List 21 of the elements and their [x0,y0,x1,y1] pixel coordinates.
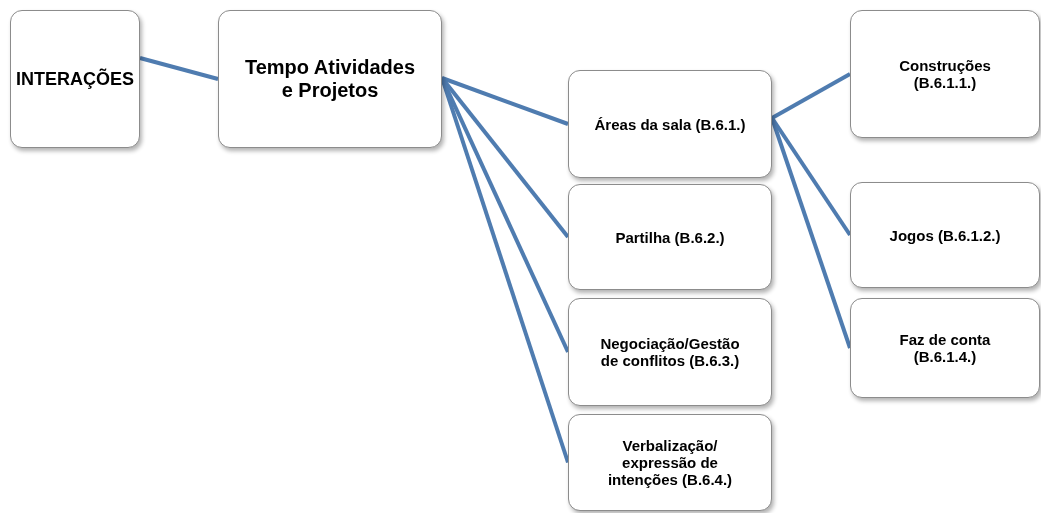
connector-line [771,72,851,120]
rounded-box [850,10,1040,138]
node-label: Negociação/Gestão de conflitos (B.6.3.) [599,335,741,369]
node-label: Partilha (B.6.2.) [615,228,725,246]
rounded-box [568,414,772,511]
rounded-box [568,70,772,178]
node-label: Faz de conta (B.6.1.4.) [898,331,992,365]
connector-line [139,56,219,81]
node-label: Verbalização/ expressão de intenções (B.6.4.) [606,437,734,488]
rounded-box [850,298,1040,398]
connector-line [441,76,569,126]
rounded-box [10,10,140,148]
node-label: Áreas da sala (B.6.1.) [594,115,746,133]
rounded-box [568,298,772,406]
node-label: Construções (B.6.1.1.) [898,57,992,91]
node-label: Tempo Atividades e Projetos [244,56,416,102]
node-label: Jogos (B.6.1.2.) [889,226,1001,244]
rounded-box [850,182,1040,288]
node-label: INTERAÇÕES [16,68,134,90]
rounded-box [218,10,442,148]
rounded-box [568,184,772,290]
